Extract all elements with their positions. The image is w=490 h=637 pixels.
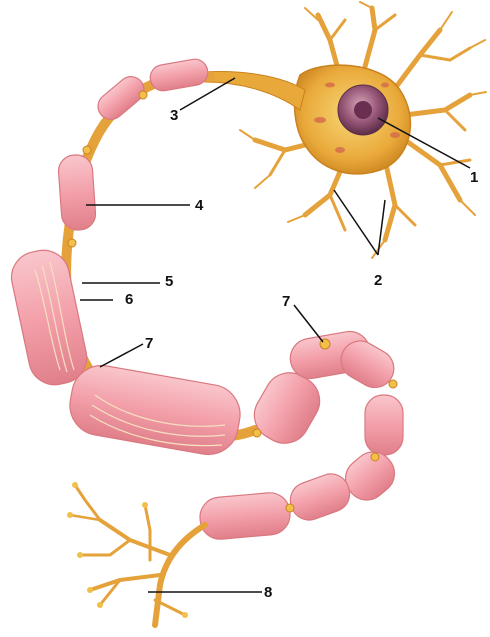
nucleolus <box>354 101 372 119</box>
axon-terminal <box>70 485 205 625</box>
myelin-sheath <box>7 57 245 459</box>
axon-hillock <box>205 72 305 110</box>
